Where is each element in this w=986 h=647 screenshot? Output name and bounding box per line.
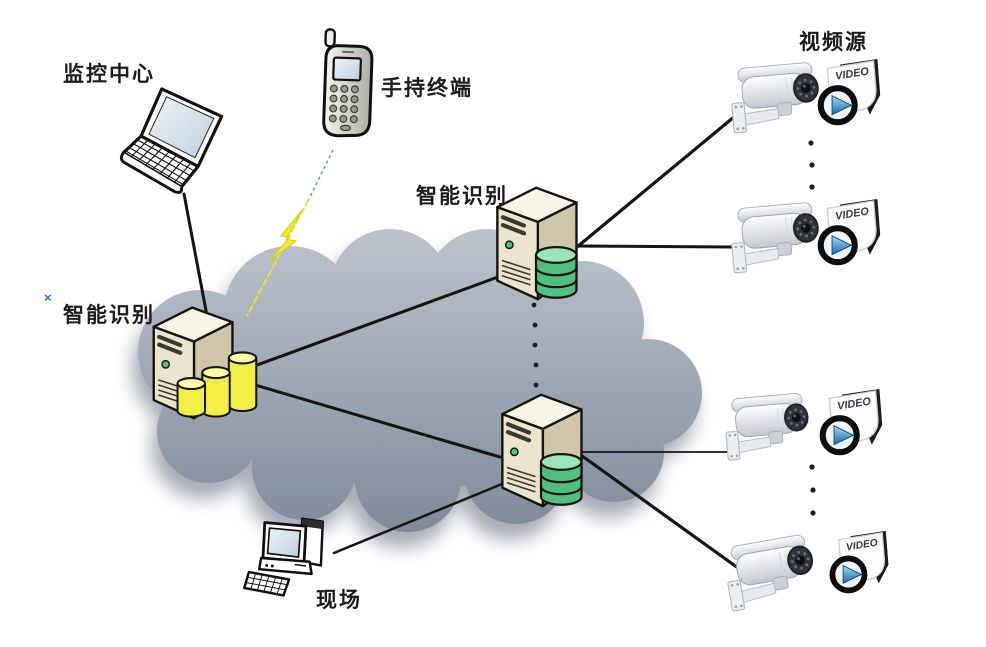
camera-icon-4 (718, 532, 820, 612)
label-video-source: 视频源 (799, 31, 868, 54)
camera-icon-3 (716, 388, 816, 464)
label-handheld-terminal: 手持终端 (381, 77, 473, 100)
server-database-icon-gateway (150, 303, 260, 422)
link-upper-server-camera1 (575, 110, 742, 249)
lightning-bolt-icon (268, 209, 303, 262)
video-file-icon-2: VIDEO (816, 196, 884, 268)
label-recognition-upper: 智能识别 (416, 185, 508, 208)
video-file-icon-4: VIDEO (828, 528, 892, 596)
label-site: 现场 (316, 589, 362, 612)
ellipsis-dots-servers (531, 302, 539, 388)
server-database-icon-lower (495, 390, 587, 510)
ellipsis-dots-cameras-bottom (809, 464, 816, 516)
video-file-label: VIDEO (845, 538, 878, 554)
laptop-icon (116, 86, 230, 196)
mobile-phone-icon (316, 28, 378, 142)
link-gateway-lower-server (236, 378, 502, 459)
label-monitoring-center: 监控中心 (63, 63, 155, 86)
desktop-computer-icon (243, 515, 339, 601)
link-lower-server-camera4 (576, 451, 754, 580)
video-file-label: VIDEO (836, 395, 872, 412)
broken-image-marker: × (44, 290, 52, 305)
link-laptop-gateway (182, 192, 209, 318)
video-file-icon-1: VIDEO (816, 56, 884, 128)
video-file-label: VIDEO (834, 65, 870, 82)
ellipsis-dots-cameras-top (808, 140, 815, 190)
server-database-icon-upper (490, 183, 582, 303)
wireless-link (246, 149, 334, 317)
link-desktop-lower-server (332, 482, 504, 555)
link-upper-server-camera2 (575, 244, 736, 249)
link-gateway-upper-server (236, 275, 500, 374)
camera-icon-2 (726, 197, 822, 277)
label-recognition-left: 智能识别 (63, 304, 155, 327)
video-file-icon-3: VIDEO (818, 386, 886, 458)
video-file-label: VIDEO (834, 205, 870, 222)
camera-icon-1 (726, 57, 822, 137)
